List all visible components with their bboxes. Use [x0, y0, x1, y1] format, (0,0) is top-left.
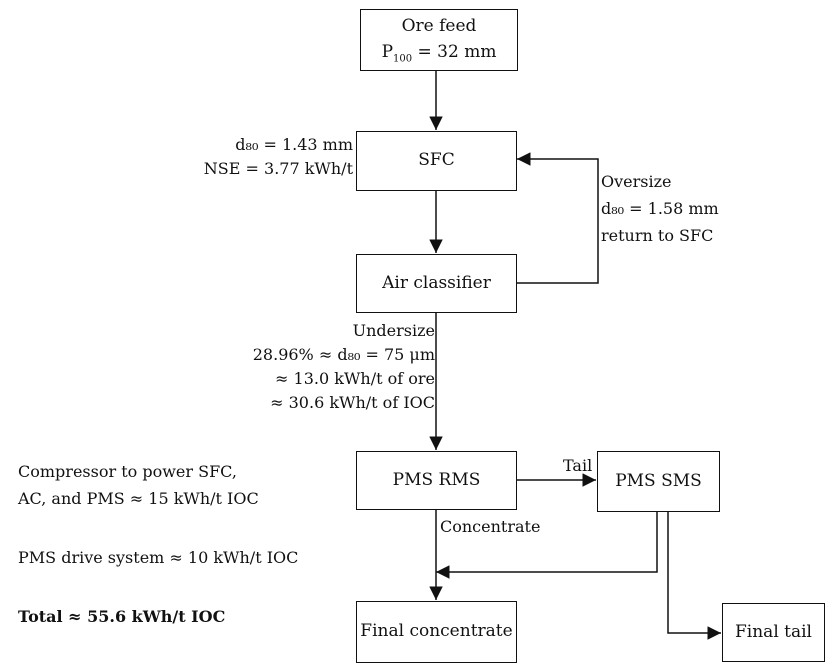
- sfc-d80: d₈₀ = 1.43 mm: [235, 135, 353, 154]
- pms-rms-label: PMS RMS: [392, 469, 481, 490]
- undersize-pct: 28.96% ≈ d₈₀ = 75 μm: [252, 345, 435, 364]
- oversize-d80: d₈₀ = 1.58 mm: [601, 199, 719, 218]
- final-tail-label: Final tail: [735, 621, 812, 642]
- compressor-line1: Compressor to power SFC,: [18, 462, 237, 481]
- oversize-return: return to SFC: [601, 226, 714, 245]
- oversize-annotation: Oversize d₈₀ = 1.58 mm return to SFC: [601, 168, 719, 249]
- final-concentrate-label: Final concentrate: [360, 621, 513, 642]
- arrow-sms-to-tail: [667, 512, 721, 640]
- undersize-annotation: Undersize 28.96% ≈ d₈₀ = 75 μm ≈ 13.0 kW…: [253, 319, 435, 415]
- energy-drive: PMS drive system ≈ 10 kWh/t IOC: [18, 548, 299, 567]
- node-pms-sms: PMS SMS: [597, 451, 720, 512]
- node-air-classifier: Air classifier: [356, 254, 517, 313]
- arrow-oversize-return: [517, 152, 599, 284]
- node-final-tail: Final tail: [722, 603, 825, 662]
- arrow-sms-to-concentrate: [436, 512, 658, 579]
- concentrate-label: Concentrate: [440, 517, 541, 536]
- energy-total: Total ≈ 55.6 kWh/t IOC: [18, 607, 226, 626]
- energy-compressor: Compressor to power SFC, AC, and PMS ≈ 1…: [18, 458, 259, 512]
- tail-label: Tail: [563, 456, 593, 475]
- ore-feed-label: Ore feed: [401, 16, 477, 37]
- oversize-title: Oversize: [601, 172, 672, 191]
- ore-feed-size: P100 = 32 mm: [381, 41, 497, 64]
- pms-sms-label: PMS SMS: [615, 470, 702, 491]
- node-final-concentrate: Final concentrate: [356, 601, 517, 663]
- air-classifier-label: Air classifier: [382, 272, 491, 293]
- sfc-annotation: d₈₀ = 1.43 mm NSE = 3.77 kWh/t: [204, 133, 353, 181]
- sfc-label: SFC: [418, 150, 455, 171]
- compressor-line2: AC, and PMS ≈ 15 kWh/t IOC: [18, 489, 259, 508]
- node-sfc: SFC: [356, 131, 517, 191]
- undersize-title: Undersize: [352, 321, 435, 340]
- undersize-ioc: ≈ 30.6 kWh/t of IOC: [270, 393, 435, 412]
- undersize-ore: ≈ 13.0 kWh/t of ore: [275, 369, 435, 388]
- sfc-nse: NSE = 3.77 kWh/t: [203, 159, 353, 178]
- node-pms-rms: PMS RMS: [356, 451, 517, 510]
- node-ore-feed: Ore feed P100 = 32 mm: [360, 9, 518, 71]
